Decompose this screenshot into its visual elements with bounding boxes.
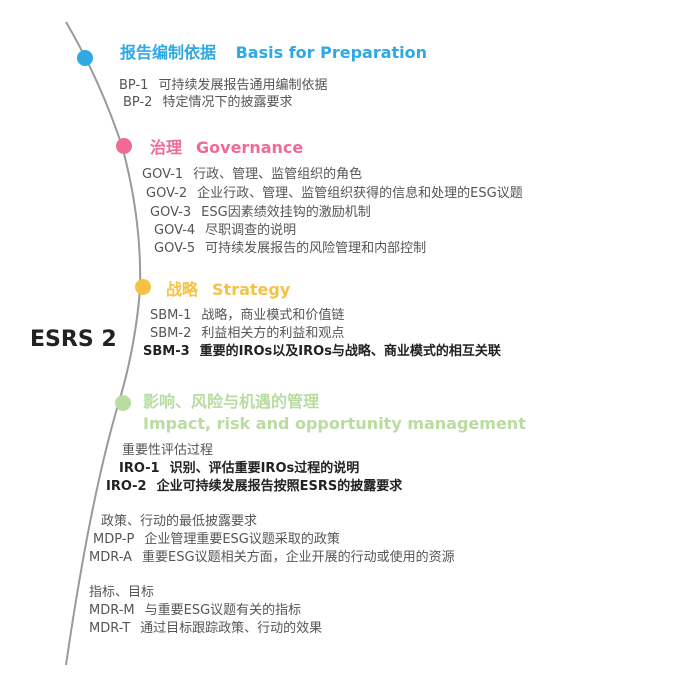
item-text: 尽职调查的说明 (205, 223, 297, 238)
item-code: MDR-T (89, 621, 131, 636)
list-item: IRO-1 识别、评估重要IROs过程的说明 (119, 460, 359, 478)
item-code: GOV-2 (146, 186, 188, 201)
item-code: MDR-M (89, 603, 135, 618)
gov-heading: 治理 Governance (150, 134, 303, 158)
item-code: BP-2 (123, 95, 153, 110)
item-text: 识别、评估重要IROs过程的说明 (169, 461, 360, 476)
item-code: GOV-5 (154, 241, 196, 256)
list-item: SBM-2 利益相关方的利益和观点 (150, 325, 344, 343)
bp-title-cn: 报告编制依据 (120, 43, 217, 62)
item-text: Impact, risk and opportunity management (143, 414, 526, 433)
root-label: ESRS 2 (30, 327, 117, 352)
item-text: 企业行政、管理、监管组织获得的信息和处理的ESG议题 (197, 186, 523, 201)
bp-heading: 报告编制依据 Basis for Preparation (120, 39, 427, 63)
bp-title-en: Basis for Preparation (235, 43, 428, 62)
item-text: 战略 (166, 280, 199, 299)
list-item: MDR-A 重要ESG议题相关方面，企业开展的行动或使用的资源 (89, 549, 455, 567)
sbm-dot (135, 279, 151, 295)
list-item: GOV-2 企业行政、管理、监管组织获得的信息和处理的ESG议题 (146, 185, 523, 203)
item-text: ESG因素绩效挂钩的激励机制 (201, 205, 371, 220)
item-code: BP-1 (119, 78, 149, 93)
iro-heading: 影响、风险与机遇的管理 Impact, risk and opportunity … (143, 391, 526, 435)
list-item: MDP-P 企业管理重要ESG议题采取的政策 (93, 531, 340, 549)
item-code: SBM-3 (143, 344, 190, 359)
list-item: MDR-M 与重要ESG议题有关的指标 (89, 602, 301, 620)
item-text: 通过目标跟踪政策、行动的效果 (140, 621, 323, 636)
item-text: 企业可持续发展报告按照ESRS的披露要求 (156, 479, 403, 494)
group-label: 政策、行动的最低披露要求 (101, 514, 258, 529)
item-text: 可持续发展报告通用编制依据 (158, 78, 328, 93)
group-label: 重要性评估过程 (122, 443, 214, 458)
item-code: GOV-4 (154, 223, 196, 238)
list-item: SBM-3 重要的IROs以及IROs与战略、商业模式的相互关联 (143, 343, 501, 361)
list-item: GOV-5 可持续发展报告的风险管理和内部控制 (154, 240, 426, 258)
gov-dot (116, 138, 132, 154)
list-item: GOV-1 行政、管理、监管组织的角色 (142, 166, 362, 184)
list-item: IRO-2 企业可持续发展报告按照ESRS的披露要求 (106, 478, 402, 496)
item-code: GOV-1 (142, 167, 184, 182)
list-item: GOV-3 ESG因素绩效挂钩的激励机制 (150, 204, 371, 222)
item-text: 利益相关方的利益和观点 (201, 326, 345, 341)
item-text: 重要的IROs以及IROs与战略、商业模式的相互关联 (199, 344, 501, 359)
item-code: MDP-P (93, 532, 135, 547)
item-text: 企业管理重要ESG议题采取的政策 (144, 532, 340, 547)
list-item: BP-1 可持续发展报告通用编制依据 (119, 77, 327, 95)
item-code: SBM-2 (150, 326, 192, 341)
item-code: MDR-A (89, 550, 133, 565)
item-text: 战略，商业模式和价值链 (201, 308, 345, 323)
item-text: 治理 (150, 138, 183, 157)
item-text: Governance (196, 138, 304, 157)
group-label: 指标、目标 (89, 585, 155, 600)
list-item: MDR-T 通过目标跟踪政策、行动的效果 (89, 620, 322, 638)
item-text: 行政、管理、监管组织的角色 (193, 167, 363, 182)
item-code: SBM-1 (150, 308, 192, 323)
item-code: GOV-3 (150, 205, 192, 220)
list-item: BP-2 特定情况下的披露要求 (123, 94, 292, 112)
bp-dot (77, 50, 93, 66)
item-text: 特定情况下的披露要求 (162, 95, 293, 110)
item-text: 影响、风险与机遇的管理 (143, 392, 320, 411)
item-text: 重要ESG议题相关方面，企业开展的行动或使用的资源 (142, 550, 455, 565)
sbm-heading: 战略 Strategy (166, 276, 290, 300)
list-item: GOV-4 尽职调查的说明 (154, 222, 296, 240)
item-text: Strategy (212, 280, 291, 299)
item-code: IRO-2 (106, 479, 147, 494)
list-item: SBM-1 战略，商业模式和价值链 (150, 307, 344, 325)
item-text: 与重要ESG议题有关的指标 (144, 603, 302, 618)
item-text: 可持续发展报告的风险管理和内部控制 (205, 241, 427, 256)
iro-dot (115, 395, 131, 411)
item-code: IRO-1 (119, 461, 160, 476)
